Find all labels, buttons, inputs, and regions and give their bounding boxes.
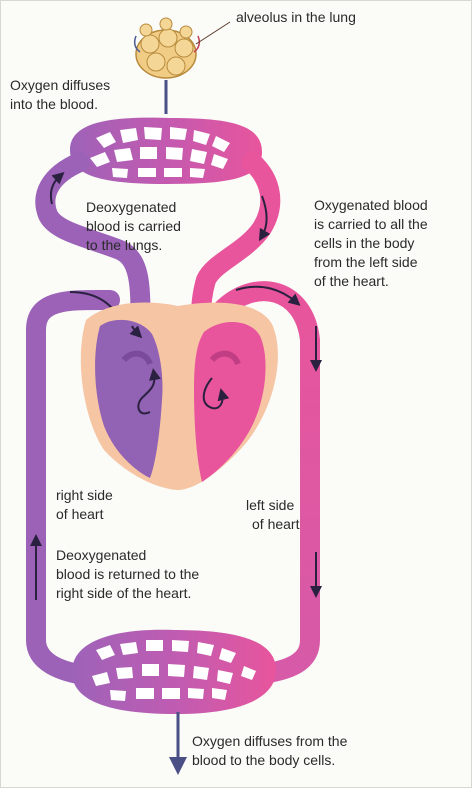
label-deoxy-return: Deoxygenated blood is returned to the ri…: [56, 547, 200, 601]
lung-capillary-bed: [70, 117, 262, 184]
label-right-side: right side of heart: [56, 487, 113, 522]
label-alveolus: alveolus in the lung: [236, 9, 356, 25]
heart: [80, 302, 278, 490]
label-left-side: left side of heart: [246, 497, 300, 532]
label-oxygen-in: Oxygen diffuses into the blood.: [10, 77, 111, 112]
alveolus-illustration: [133, 17, 231, 79]
label-deoxy-to-lungs: Deoxygenated blood is carried to the lun…: [86, 199, 181, 253]
label-oxy-to-body: Oxygenated blood is carried to all the c…: [314, 197, 428, 289]
body-capillary-bed: [72, 629, 276, 714]
systemic-vessels: [26, 281, 322, 686]
label-oxygen-out: Oxygen diffuses from the blood to the bo…: [192, 733, 348, 768]
